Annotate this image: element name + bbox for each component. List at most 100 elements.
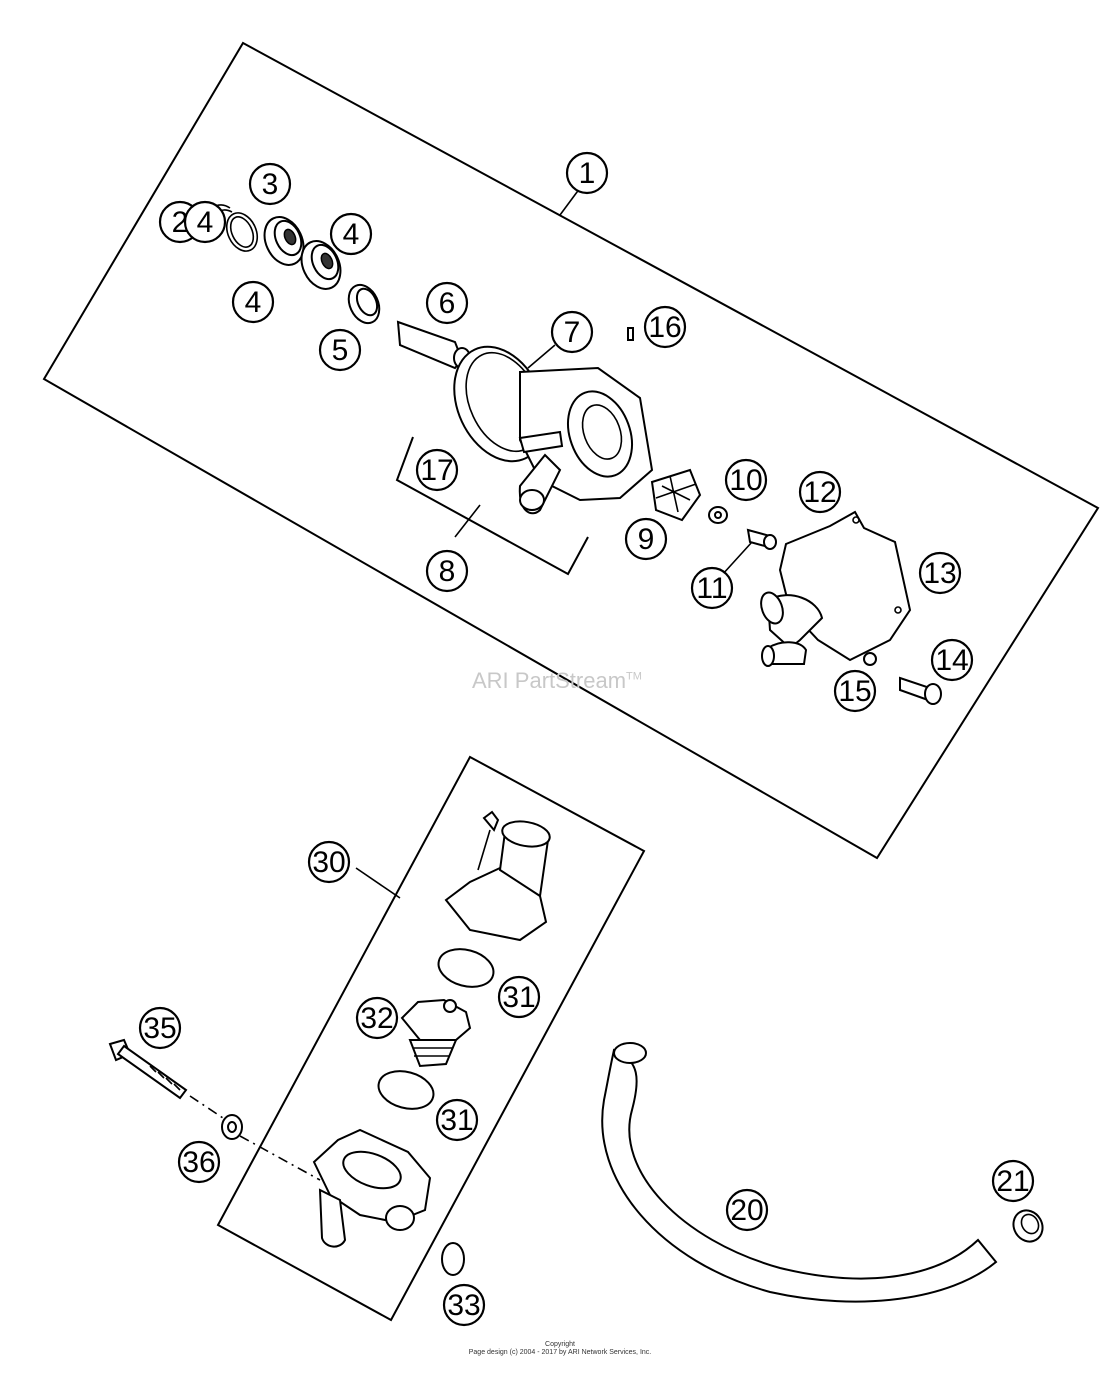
hose-end: [613, 1042, 647, 1064]
callout-number: 30: [312, 846, 345, 879]
callout-number: 12: [803, 476, 836, 509]
thermostat-assembly-frame: [216, 755, 646, 1322]
thermostat-part: [400, 998, 472, 1068]
pump-cover-part: [760, 510, 912, 667]
callout-circle: [442, 1283, 486, 1327]
callout-circle: [798, 470, 842, 514]
callout-number: 35: [143, 1012, 176, 1045]
copyright-text: Page design (c) 2004 - 2017 by ARI Netwo…: [468, 1349, 652, 1356]
callout-number: 31: [440, 1104, 473, 1137]
hose-clamp-part: [1012, 1209, 1044, 1243]
callout-number: 31: [502, 981, 535, 1014]
callout-10[interactable]: 10: [724, 458, 768, 502]
callout-14[interactable]: 14: [930, 638, 974, 682]
callout-circle: [643, 305, 687, 349]
o-ring-part: [441, 1242, 465, 1276]
callout-36[interactable]: 36: [177, 1140, 221, 1184]
callout-6[interactable]: 6: [425, 281, 469, 325]
callout-16[interactable]: 16: [643, 305, 687, 349]
callout-4[interactable]: 4: [329, 212, 373, 256]
callout-15[interactable]: 15: [833, 669, 877, 713]
thermostat-cover-part: [444, 810, 551, 942]
callout-number: 21: [996, 1165, 1029, 1198]
callout-4[interactable]: 4: [231, 280, 275, 324]
water-pump-assembly-frame: [42, 41, 1100, 860]
callout-number: 6: [439, 287, 456, 320]
callout-21[interactable]: 21: [991, 1159, 1035, 1203]
bolt-part: [899, 676, 942, 705]
callout-circle: [177, 1140, 221, 1184]
leader-line: [454, 504, 481, 538]
callout-33[interactable]: 33: [442, 1283, 486, 1327]
callout-circle: [248, 162, 292, 206]
callout-number: 32: [360, 1002, 393, 1035]
callout-31[interactable]: 31: [435, 1098, 479, 1142]
callout-number: 8: [439, 555, 456, 588]
callout-circle: [565, 151, 609, 195]
callout-number: 4: [197, 206, 214, 239]
callout-number: 10: [729, 464, 762, 497]
callout-9[interactable]: 9: [624, 517, 668, 561]
callout-circle: [930, 638, 974, 682]
callout-20[interactable]: 20: [725, 1188, 769, 1232]
callout-35[interactable]: 35: [138, 1006, 182, 1050]
callout-number: 15: [838, 675, 871, 708]
callout-circle: [991, 1159, 1035, 1203]
callout-number: 7: [564, 316, 581, 349]
hose-part: [601, 1048, 998, 1303]
washer-part: [708, 506, 728, 524]
screw-part: [746, 528, 777, 550]
callout-number: 13: [923, 557, 956, 590]
callout-number: 1: [579, 157, 596, 190]
callout-circle: [497, 975, 541, 1019]
callout-circle: [833, 669, 877, 713]
callout-3[interactable]: 3: [248, 162, 292, 206]
callout-17[interactable]: 17: [415, 448, 459, 492]
callout-30[interactable]: 30: [307, 840, 351, 884]
callout-circle: [425, 549, 469, 593]
leader-line: [721, 541, 753, 576]
thermostat-housing-part: [312, 1128, 432, 1248]
callout-circle: [318, 328, 362, 372]
callout-circle: [435, 1098, 479, 1142]
callout-circle: [307, 840, 351, 884]
callout-8[interactable]: 8: [425, 549, 469, 593]
callout-circle: [138, 1006, 182, 1050]
callout-number: 4: [245, 286, 262, 319]
callout-number: 5: [332, 334, 349, 367]
callout-number: 16: [648, 311, 681, 344]
callout-number: 2: [172, 206, 189, 239]
callout-circle: [725, 1188, 769, 1232]
callout-31[interactable]: 31: [497, 975, 541, 1019]
callout-12[interactable]: 12: [798, 470, 842, 514]
copyright-label: Copyright: [545, 1341, 575, 1348]
pump-housing-subgroup-frame: [395, 436, 589, 576]
callout-number: 17: [420, 454, 453, 487]
callout-circle: [624, 517, 668, 561]
callout-circle: [690, 566, 734, 610]
callout-13[interactable]: 13: [918, 551, 962, 595]
retaining-ring-part: [225, 212, 259, 252]
callout-circle: [329, 212, 373, 256]
callout-7[interactable]: 7: [550, 310, 594, 354]
callout-number: 3: [262, 168, 279, 201]
leader-line: [559, 187, 581, 216]
bearing-part: [300, 240, 342, 290]
callout-circle: [918, 551, 962, 595]
callout-circle: [415, 448, 459, 492]
callout-number: 9: [638, 523, 655, 556]
callout-5[interactable]: 5: [318, 328, 362, 372]
callout-circle: [425, 281, 469, 325]
copyright-notice: Copyright Page design (c) 2004 - 2017 by…: [400, 1341, 720, 1357]
callout-number: 36: [182, 1146, 215, 1179]
callout-32[interactable]: 32: [355, 996, 399, 1040]
pin-part: [627, 327, 634, 341]
o-ring-part: [863, 652, 877, 666]
o-ring-part: [377, 1070, 435, 1110]
leader-line: [355, 867, 401, 899]
callout-1[interactable]: 1: [565, 151, 609, 195]
callout-4[interactable]: 4: [183, 200, 227, 244]
callout-number: 14: [935, 644, 968, 677]
callout-11[interactable]: 11: [690, 566, 734, 610]
